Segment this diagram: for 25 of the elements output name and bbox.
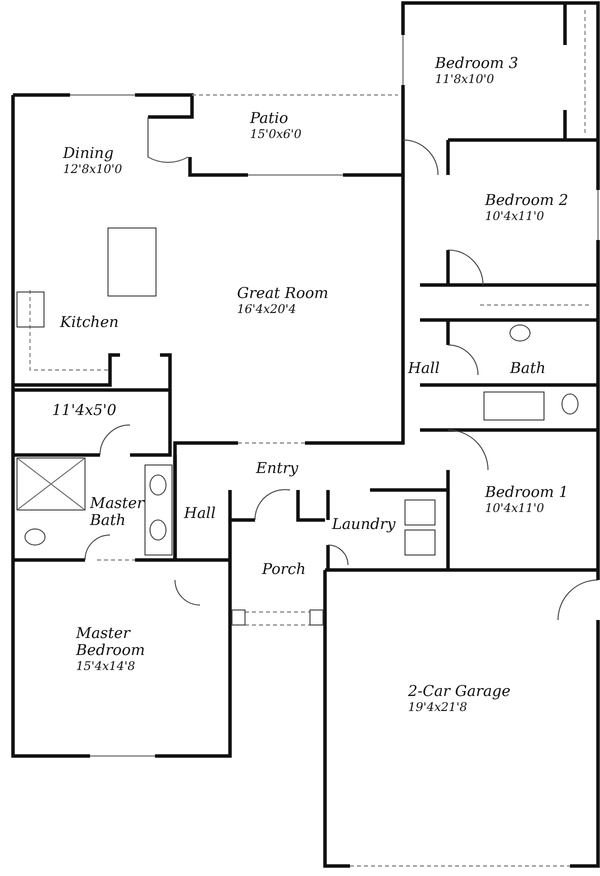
room-dimensions: 10'4x11'0 <box>485 209 546 223</box>
room-label: Bedroom 2 <box>485 192 568 209</box>
room-dimensions: 19'4x21'8 <box>408 700 468 714</box>
room-label: Bedroom 3 <box>435 55 518 72</box>
room-label: 2-Car Garage <box>408 683 510 700</box>
room-label: Hall <box>408 360 440 377</box>
room-label: 11'4x5'0 <box>52 402 116 419</box>
room-label: Bedroom 1 <box>485 484 568 501</box>
room-label: Master Bedroom <box>76 625 146 659</box>
room-label: Porch <box>262 561 306 578</box>
room-label: Kitchen <box>60 314 119 331</box>
room-label: Master Bath <box>90 495 146 529</box>
room-dimensions: 10'4x11'0 <box>485 501 546 515</box>
room-dimensions: 15'4x14'8 <box>76 659 136 673</box>
room-dimensions: 16'4x20'4 <box>237 302 298 316</box>
room-label: Laundry <box>332 516 396 533</box>
room-label: Great Room <box>237 285 328 302</box>
room-label: Bath <box>510 360 546 377</box>
room-dimensions: 12'8x10'0 <box>63 162 122 176</box>
room-label: Patio <box>250 110 290 127</box>
room-label: Hall <box>184 505 216 522</box>
room-dimensions: 11'8x10'0 <box>435 72 496 86</box>
room-label: Entry <box>256 460 298 477</box>
room-dimensions: 15'0x6'0 <box>250 127 302 141</box>
room-label: Dining <box>63 145 115 162</box>
